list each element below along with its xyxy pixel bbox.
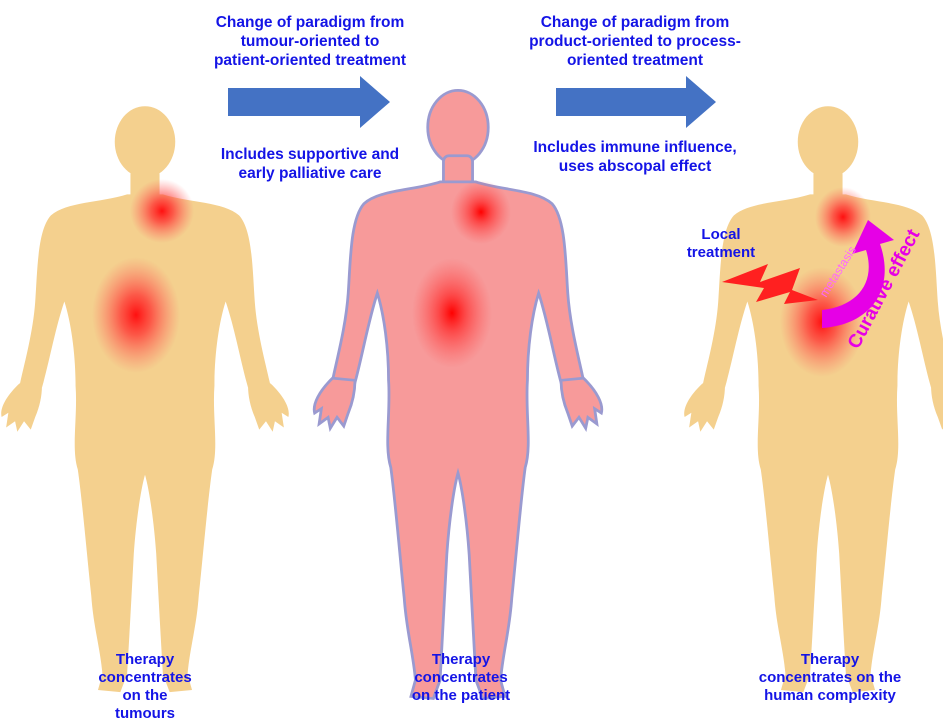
sub2-line1: Includes immune influence, — [515, 138, 755, 157]
tumour-chest-2 — [451, 180, 511, 244]
caption-figure-3: Therapy concentrates on the human comple… — [740, 651, 920, 705]
caption3-line2: concentrates on the — [740, 669, 920, 687]
caption2-line2: concentrates — [386, 669, 536, 687]
tumour-abdomen-2 — [412, 258, 492, 368]
header1-line3: patient-oriented treatment — [196, 51, 424, 70]
caption3-line1: Therapy — [740, 651, 920, 669]
paradigm-arrow-1 — [228, 76, 390, 128]
paradigm-header-2: Change of paradigm from product-oriented… — [515, 13, 755, 70]
local-treatment-label: Local treatment — [666, 226, 776, 262]
header2-line3: oriented treatment — [515, 51, 755, 70]
body-figure-human-complexity — [684, 106, 943, 692]
caption1-line1: Therapy — [70, 651, 220, 669]
paradigm-sub-2: Includes immune influence, uses abscopal… — [515, 138, 755, 176]
sub2-line2: uses abscopal effect — [515, 157, 755, 176]
caption1-line3: on the — [70, 687, 220, 705]
tumour-chest — [130, 179, 194, 243]
header1-line2: tumour-oriented to — [196, 32, 424, 51]
caption1-line2: concentrates — [70, 669, 220, 687]
caption1-line4: tumours — [70, 705, 220, 723]
paradigm-arrow-2 — [556, 76, 716, 128]
local-treatment-line2: treatment — [666, 244, 776, 262]
tumour-abdomen — [92, 257, 180, 373]
paradigm-sub-1: Includes supportive and early palliative… — [196, 145, 424, 183]
caption-figure-2: Therapy concentrates on the patient — [386, 651, 536, 705]
sub1-line2: early palliative care — [196, 164, 424, 183]
caption3-line3: human complexity — [740, 687, 920, 705]
header2-line1: Change of paradigm from — [515, 13, 755, 32]
sub1-line1: Includes supportive and — [196, 145, 424, 164]
local-treatment-line1: Local — [666, 226, 776, 244]
caption-figure-1: Therapy concentrates on the tumours — [70, 651, 220, 723]
caption2-line1: Therapy — [386, 651, 536, 669]
paradigm-header-1: Change of paradigm from tumour-oriented … — [196, 13, 424, 70]
header2-line2: product-oriented to process- — [515, 32, 755, 51]
header1-line1: Change of paradigm from — [196, 13, 424, 32]
caption2-line3: on the patient — [386, 687, 536, 705]
